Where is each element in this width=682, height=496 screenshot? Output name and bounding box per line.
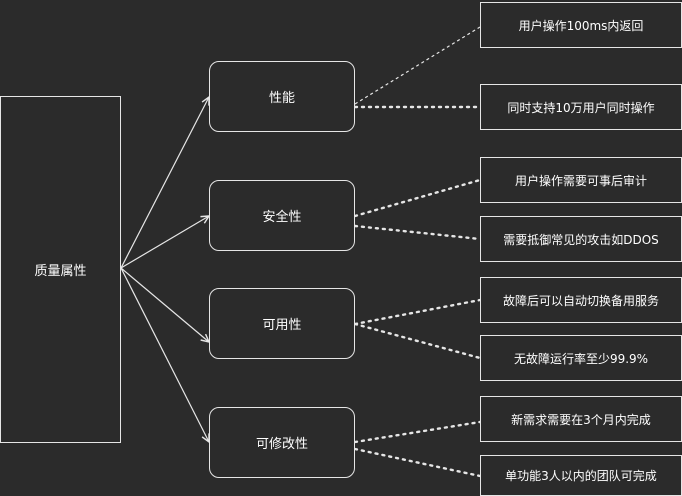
attr-2-to-leaf-1-link [353,178,482,218]
root-node-label: 质量属性 [34,264,87,279]
leaf-node-label: 同时支持10万用户同时操作 [507,100,655,115]
root-to-attr-3-arrow [120,267,209,342]
attr-4-to-leaf-2-link [353,447,482,478]
leaf-node[interactable]: 无故障运行率至少99.9% [480,335,682,381]
attribute-node-modifiability[interactable]: 可修改性 [209,407,355,478]
attr-3-to-leaf-1-link [353,298,482,326]
attribute-node-label: 安全性 [262,210,302,225]
leaf-node-label: 故障后可以自动切换备用服务 [502,293,659,308]
attribute-node-security[interactable]: 安全性 [209,180,355,251]
leaf-node-label: 单功能3人以内的团队可完成 [505,469,657,483]
leaf-node[interactable]: 故障后可以自动切换备用服务 [480,277,682,323]
leaf-node[interactable]: 单功能3人以内的团队可完成 [480,455,682,496]
leaf-node[interactable]: 用户操作需要可事后审计 [480,157,682,203]
attr-2-to-leaf-2-link [353,224,482,241]
leaf-node-label: 用户操作需要可事后审计 [514,173,647,188]
leaf-node-label: 无故障运行率至少99.9% [513,351,649,366]
leaf-node[interactable]: 同时支持10万用户同时操作 [480,84,682,130]
leaf-node-label: 用户操作100ms内返回 [518,18,644,33]
leaf-node[interactable]: 需要抵御常见的攻击如DDOS [480,216,682,262]
attr-1-to-leaf-1-link [354,26,481,105]
leaf-node[interactable]: 新需求需要在3个月内完成 [480,396,682,442]
root-to-attr-4-arrow [120,267,209,442]
root-node[interactable]: 质量属性 [0,96,121,443]
leaf-node-label: 新需求需要在3个月内完成 [511,412,651,427]
attribute-node-label: 可用性 [262,318,302,333]
root-to-attr-1-arrow [120,97,209,269]
attribute-node-availability[interactable]: 可用性 [209,288,355,359]
attribute-node-performance[interactable]: 性能 [209,61,355,132]
attr-4-to-leaf-1-link [353,420,482,444]
attribute-node-label: 可修改性 [255,437,308,452]
leaf-node[interactable]: 用户操作100ms内返回 [480,2,682,48]
attr-3-to-leaf-2-link [353,322,482,360]
leaf-node-label: 需要抵御常见的攻击如DDOS [503,232,659,247]
root-to-attr-2-arrow [120,216,209,269]
attribute-node-label: 性能 [268,91,295,106]
